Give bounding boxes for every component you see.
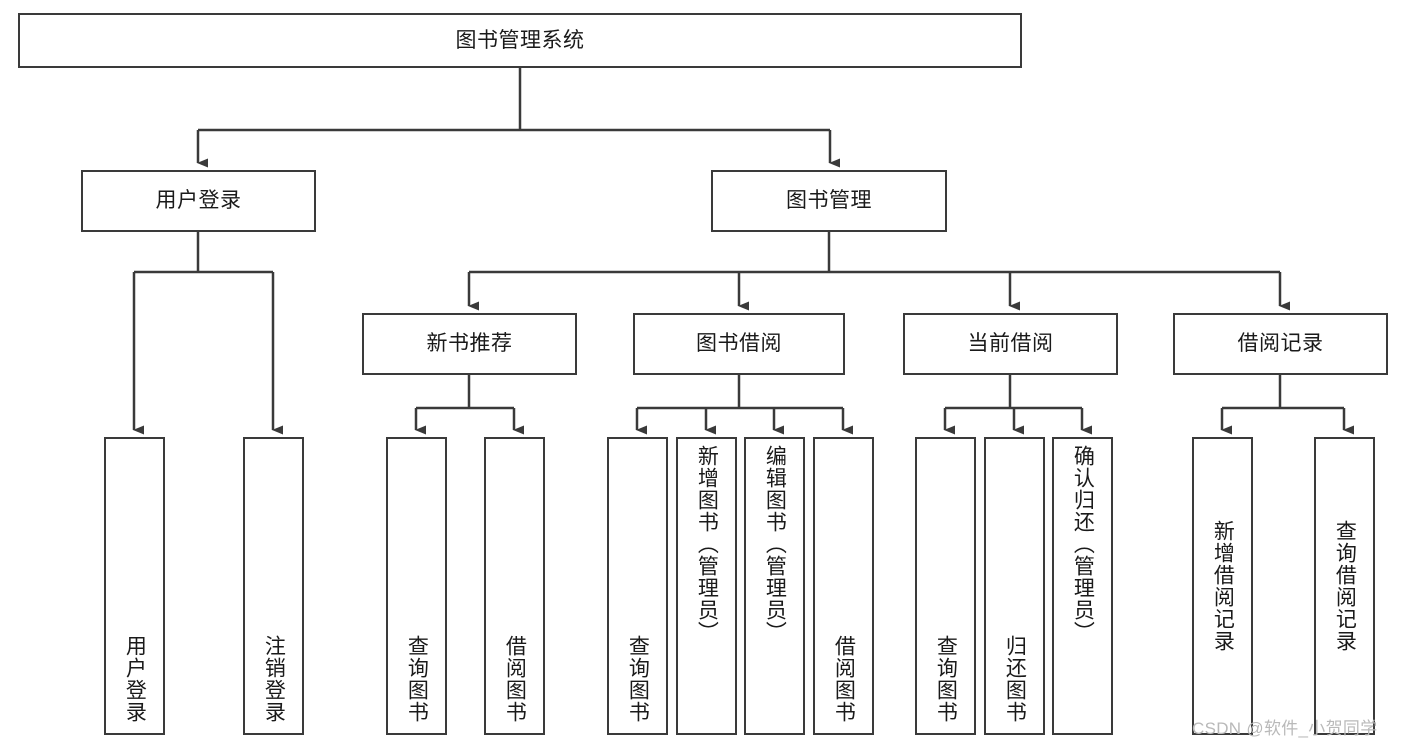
node-leaf-borrow-books-rec[interactable]: 借阅图书 (484, 437, 545, 735)
node-leaf-edit-book-admin[interactable]: 编辑图书（管理员） (744, 437, 805, 735)
node-leaf-query-books-borrow-label: 查询图书 (626, 635, 650, 723)
node-leaf-edit-book-admin-label: 编辑图书（管理员） (763, 445, 787, 643)
node-user-login-label: 用户登录 (155, 189, 242, 213)
node-leaf-query-books-current-label: 查询图书 (934, 635, 958, 723)
node-book-management-label: 图书管理 (786, 189, 872, 213)
node-leaf-confirm-return-admin[interactable]: 确认归还（管理员） (1052, 437, 1113, 735)
node-root[interactable]: 图书管理系统 (18, 13, 1022, 68)
node-leaf-add-borrow-record-label: 新增借阅记录 (1211, 520, 1235, 652)
node-leaf-query-books-borrow[interactable]: 查询图书 (607, 437, 668, 735)
node-leaf-user-login[interactable]: 用户登录 (104, 437, 165, 735)
node-leaf-borrow-book[interactable]: 借阅图书 (813, 437, 874, 735)
node-leaf-add-book-admin-label: 新增图书（管理员） (695, 445, 719, 643)
csdn-watermark: CSDN @软件_小贺同学 (1192, 719, 1378, 738)
node-leaf-logout-label: 注销登录 (262, 635, 286, 723)
node-borrow-records[interactable]: 借阅记录 (1173, 313, 1388, 375)
node-book-borrow-label: 图书借阅 (696, 332, 782, 356)
node-book-borrow[interactable]: 图书借阅 (633, 313, 845, 375)
node-leaf-return-book-label: 归还图书 (1003, 635, 1027, 723)
node-leaf-add-borrow-record[interactable]: 新增借阅记录 (1192, 437, 1253, 735)
node-leaf-query-borrow-record[interactable]: 查询借阅记录 (1314, 437, 1375, 735)
node-current-borrow[interactable]: 当前借阅 (903, 313, 1118, 375)
node-user-login[interactable]: 用户登录 (81, 170, 316, 232)
node-leaf-add-book-admin[interactable]: 新增图书（管理员） (676, 437, 737, 735)
node-new-book-recommend[interactable]: 新书推荐 (362, 313, 577, 375)
node-leaf-confirm-return-admin-label: 确认归还（管理员） (1071, 445, 1095, 643)
node-leaf-return-book[interactable]: 归还图书 (984, 437, 1045, 735)
node-leaf-query-borrow-record-label: 查询借阅记录 (1333, 520, 1357, 652)
node-root-label: 图书管理系统 (455, 28, 585, 52)
node-current-borrow-label: 当前借阅 (967, 332, 1054, 356)
node-leaf-query-books-current[interactable]: 查询图书 (915, 437, 976, 735)
node-new-book-recommend-label: 新书推荐 (426, 332, 513, 356)
node-leaf-user-login-label: 用户登录 (123, 635, 147, 723)
node-leaf-query-books-rec[interactable]: 查询图书 (386, 437, 447, 735)
node-borrow-records-label: 借阅记录 (1237, 332, 1324, 356)
node-leaf-borrow-book-label: 借阅图书 (832, 635, 856, 723)
node-leaf-borrow-books-rec-label: 借阅图书 (503, 635, 527, 723)
node-leaf-query-books-rec-label: 查询图书 (405, 635, 429, 723)
node-leaf-logout[interactable]: 注销登录 (243, 437, 304, 735)
node-book-management[interactable]: 图书管理 (711, 170, 947, 232)
